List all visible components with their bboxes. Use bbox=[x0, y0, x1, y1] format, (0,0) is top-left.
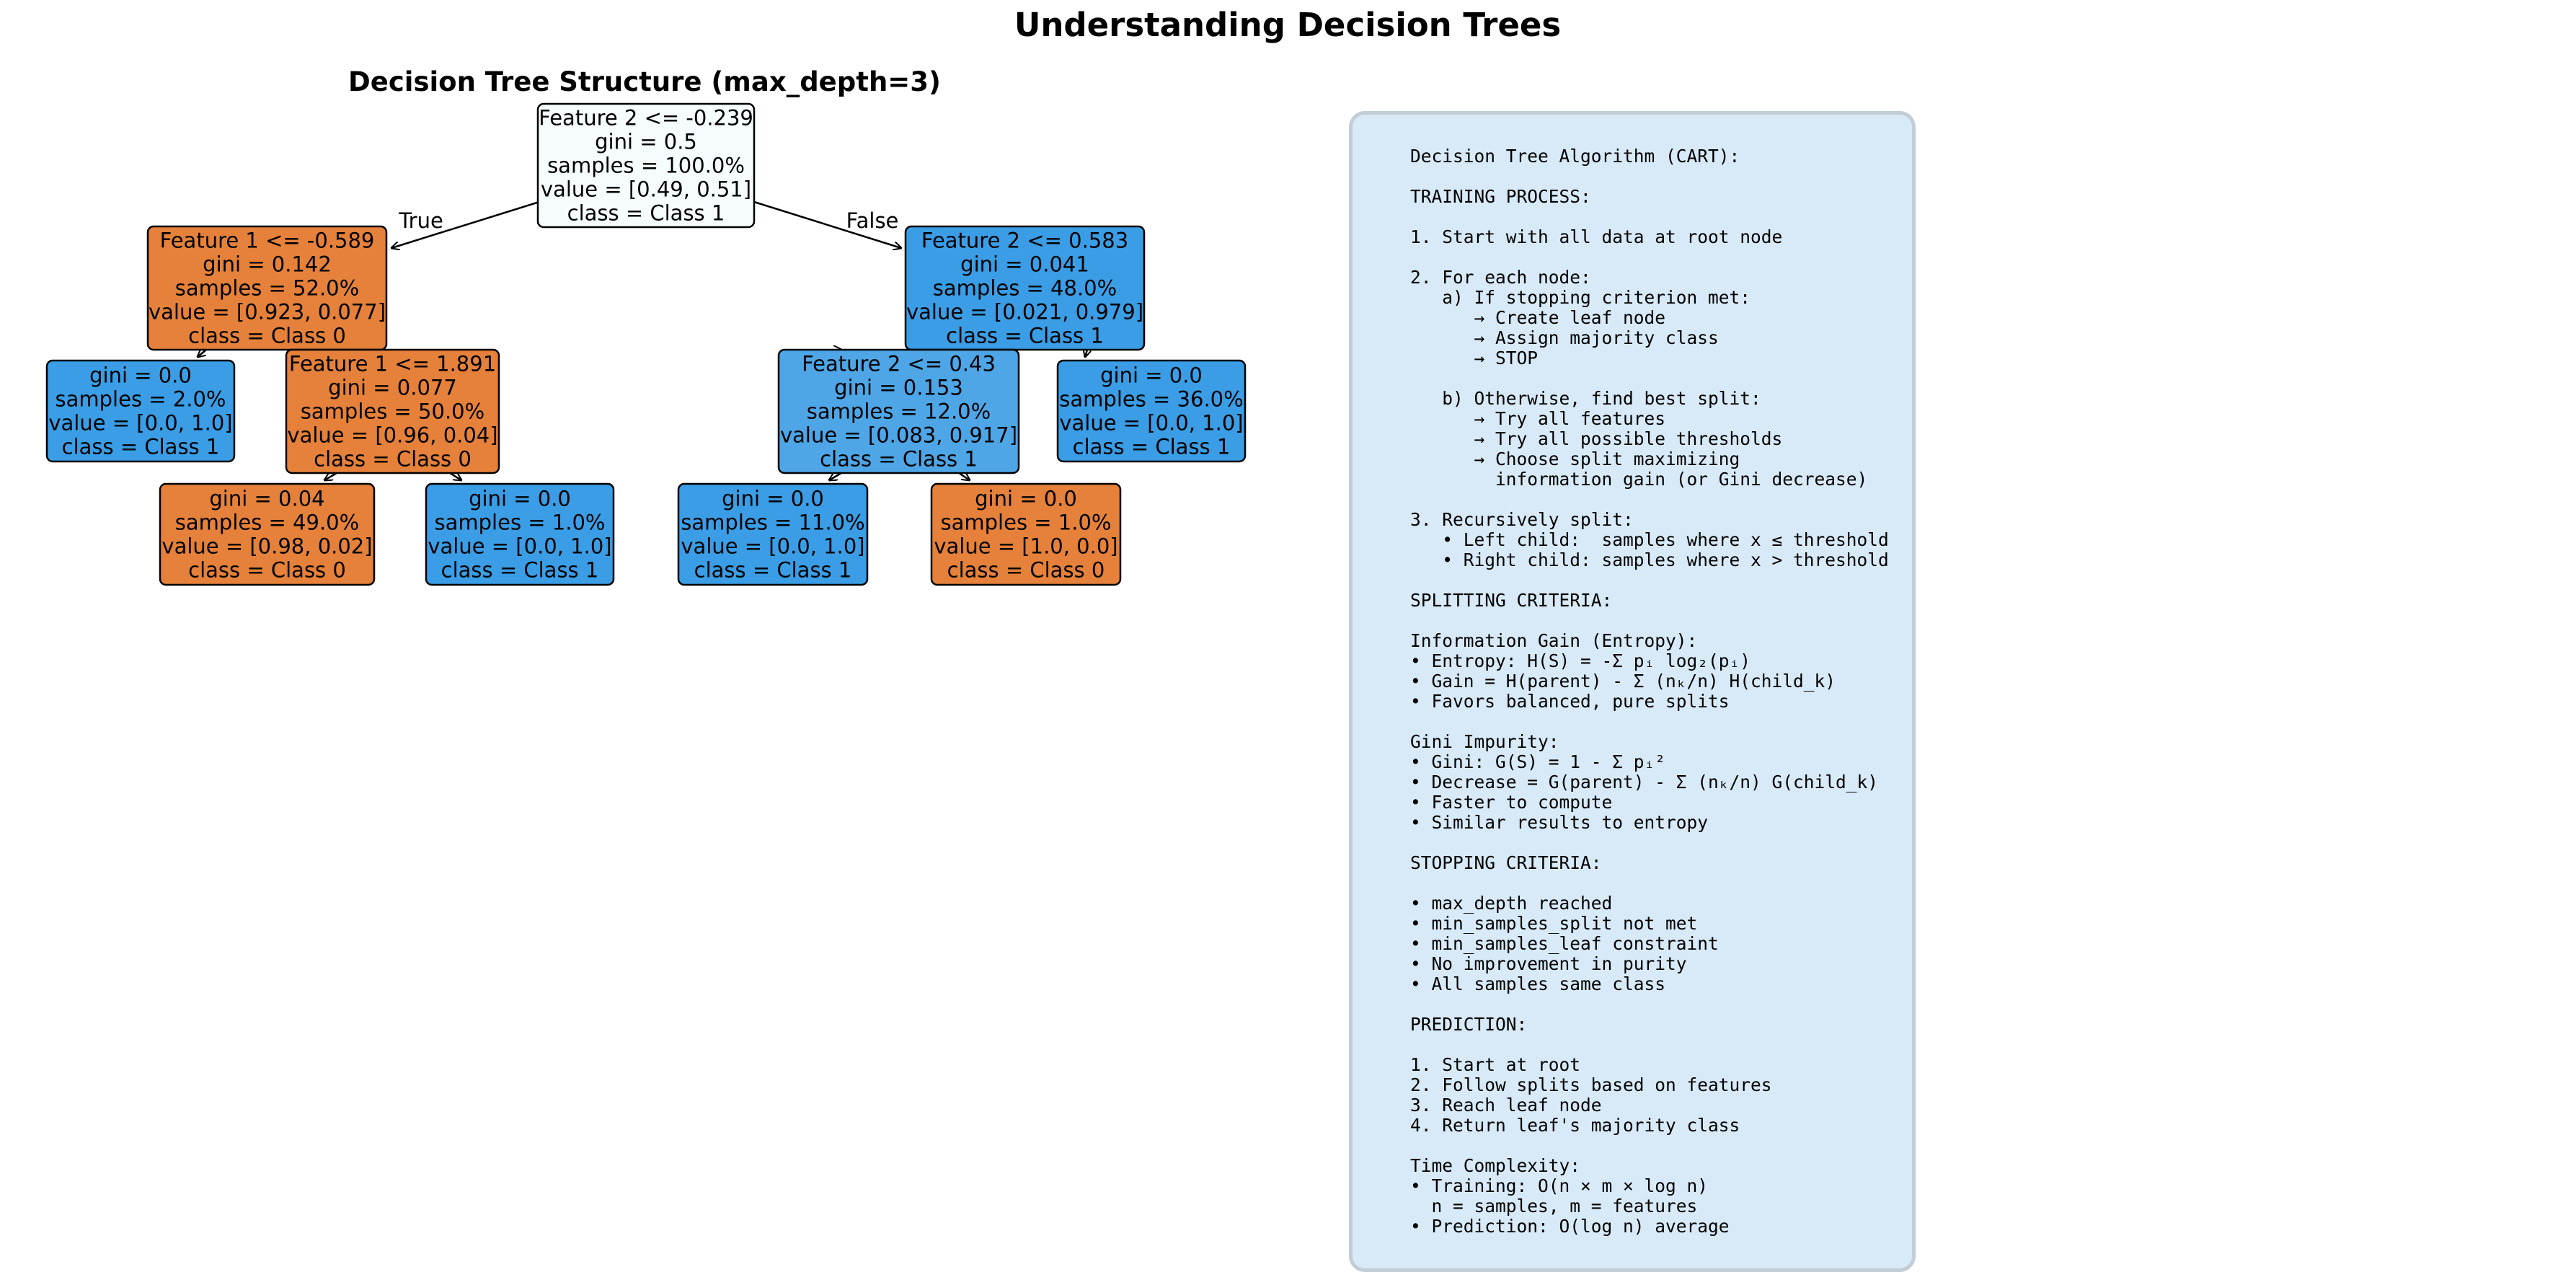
tree-node-line: samples = 36.0% bbox=[1059, 387, 1243, 412]
edge-label-true: True bbox=[398, 208, 443, 233]
tree-title: Decision Tree Structure (max_depth=3) bbox=[348, 66, 941, 97]
tree-node-line: class = Class 1 bbox=[441, 558, 599, 583]
tree-node-box bbox=[285, 348, 500, 474]
tree-edges bbox=[198, 200, 1087, 480]
tree-node-box bbox=[677, 482, 869, 586]
tree-node-box bbox=[425, 482, 615, 586]
tree-node-box bbox=[1056, 359, 1247, 463]
tree-node-line: class = Class 1 bbox=[567, 201, 725, 226]
tree-node-line: samples = 48.0% bbox=[933, 276, 1117, 301]
tree-node-line: value = [0.021, 0.979] bbox=[906, 300, 1143, 324]
tree-edge-8 bbox=[829, 472, 842, 480]
tree-node-line: class = Class 0 bbox=[188, 558, 346, 583]
tree-node-line: gini = 0.04 bbox=[209, 487, 324, 511]
tree-node-line: class = Class 1 bbox=[62, 435, 220, 459]
tree-node-box bbox=[904, 225, 1146, 351]
tree-node-line: Feature 1 <= -0.589 bbox=[160, 229, 375, 253]
tree-node-line: gini = 0.5 bbox=[595, 130, 697, 154]
tree-node-line: gini = 0.153 bbox=[834, 376, 963, 400]
tree-node-box bbox=[536, 102, 756, 229]
tree-node-box bbox=[159, 482, 376, 586]
tree-node-box bbox=[146, 225, 388, 351]
algorithm-info-panel: Decision Tree Algorithm (CART): TRAINING… bbox=[1349, 111, 1916, 1272]
tree-node-line: gini = 0.0 bbox=[469, 487, 571, 511]
tree-node-line: class = Class 0 bbox=[188, 324, 346, 348]
tree-node-line: gini = 0.0 bbox=[89, 363, 192, 388]
tree-edge-2 bbox=[198, 350, 207, 357]
tree-node-line: value = [0.083, 0.917] bbox=[780, 423, 1017, 448]
tree-node-line: value = [0.98, 0.02] bbox=[161, 534, 372, 559]
tree-node-line: gini = 0.0 bbox=[722, 487, 824, 511]
tree-node-box bbox=[45, 359, 236, 463]
figure-title: Understanding Decision Trees bbox=[1014, 6, 1561, 44]
tree-node-line: samples = 11.0% bbox=[681, 511, 864, 535]
tree-edge-6 bbox=[324, 472, 337, 480]
tree-node-line: class = Class 1 bbox=[694, 558, 852, 583]
tree-node-line: class = Class 0 bbox=[947, 558, 1105, 583]
tree-node-line: Feature 2 <= 0.43 bbox=[802, 352, 996, 376]
tree-node-line: samples = 1.0% bbox=[941, 511, 1112, 535]
tree-node-line: gini = 0.0 bbox=[1100, 363, 1203, 388]
tree-node-line: gini = 0.041 bbox=[960, 252, 1089, 277]
tree-edge-0 bbox=[391, 200, 540, 248]
tree-node-line: class = Class 1 bbox=[820, 447, 978, 472]
tree-node-line: class = Class 1 bbox=[946, 324, 1104, 348]
tree-node-line: Feature 1 <= 1.891 bbox=[289, 352, 496, 376]
tree-node-line: samples = 100.0% bbox=[547, 154, 745, 178]
algorithm-info-text: Decision Tree Algorithm (CART): TRAINING… bbox=[1410, 146, 1889, 1237]
tree-node-line: value = [0.49, 0.51] bbox=[541, 177, 751, 202]
tree-node-line: gini = 0.077 bbox=[328, 376, 457, 400]
tree-node-line: Feature 2 <= -0.239 bbox=[539, 106, 753, 131]
tree-node-box bbox=[930, 482, 1122, 586]
tree-node-line: samples = 12.0% bbox=[807, 399, 991, 424]
tree-node-line: value = [0.0, 1.0] bbox=[48, 411, 232, 436]
tree-node-line: value = [0.0, 1.0] bbox=[1059, 411, 1243, 436]
edge-label-false: False bbox=[846, 208, 899, 233]
tree-node-line: value = [0.96, 0.04] bbox=[287, 423, 497, 448]
tree-edge-9 bbox=[958, 473, 970, 480]
tree-node-line: class = Class 1 bbox=[1073, 435, 1231, 459]
tree-node-line: samples = 1.0% bbox=[435, 511, 606, 535]
tree-edge-1 bbox=[753, 200, 901, 248]
tree-node-line: samples = 52.0% bbox=[175, 276, 359, 301]
tree-node-line: Feature 2 <= 0.583 bbox=[921, 229, 1128, 253]
tree-node-box bbox=[777, 348, 1020, 474]
tree-edge-4 bbox=[1085, 350, 1087, 357]
tree-node-line: class = Class 0 bbox=[314, 447, 472, 472]
tree-node-line: samples = 49.0% bbox=[175, 511, 359, 535]
tree-edge-7 bbox=[449, 472, 461, 480]
tree-node-line: value = [1.0, 0.0] bbox=[934, 534, 1117, 559]
tree-node-line: gini = 0.142 bbox=[203, 252, 332, 277]
tree-node-line: value = [0.0, 1.0] bbox=[428, 534, 611, 559]
tree-node-line: value = [0.0, 1.0] bbox=[681, 534, 864, 559]
tree-node-line: gini = 0.0 bbox=[975, 487, 1077, 511]
tree-node-line: value = [0.923, 0.077] bbox=[149, 300, 386, 324]
tree-node-line: samples = 2.0% bbox=[56, 387, 226, 412]
tree-node-line: samples = 50.0% bbox=[301, 399, 484, 424]
